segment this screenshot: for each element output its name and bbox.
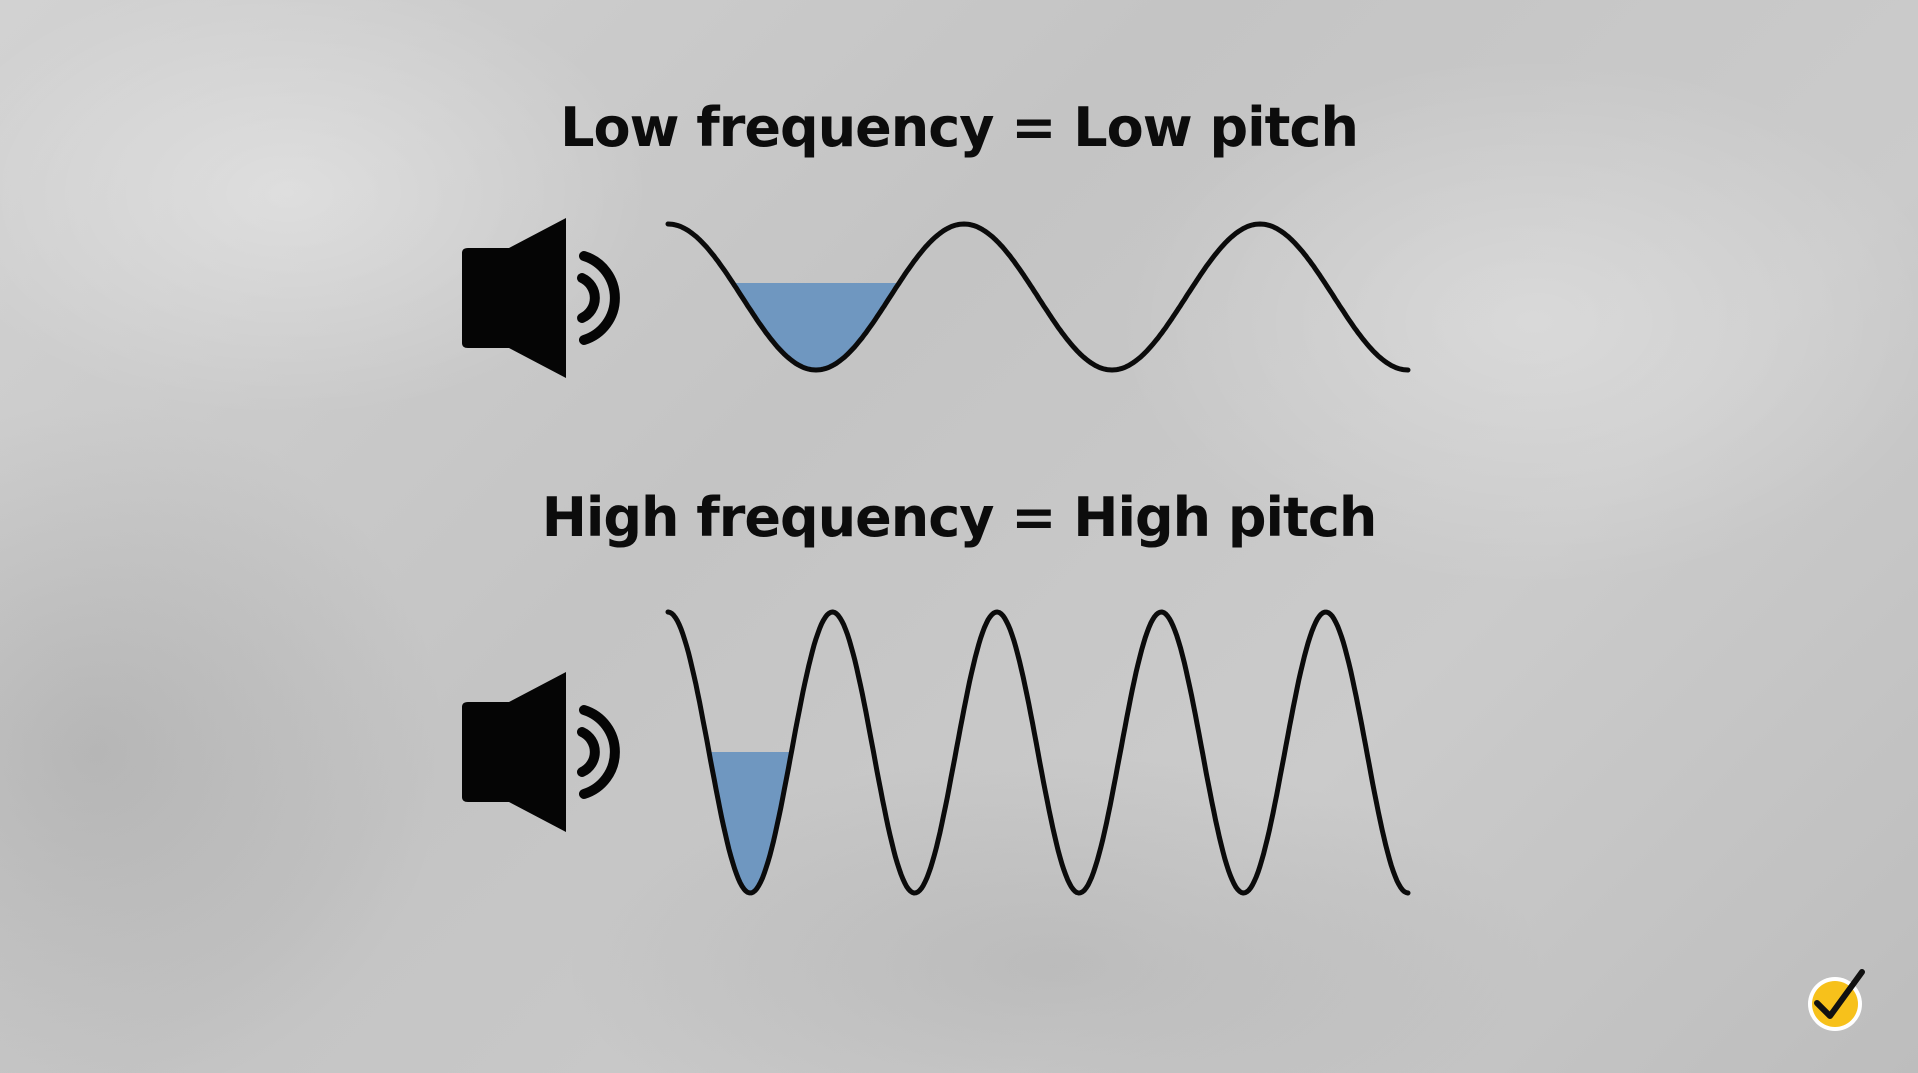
low-wave-trough-fill bbox=[732, 283, 900, 370]
low-frequency-wave bbox=[665, 221, 1411, 373]
speaker-body bbox=[462, 218, 566, 378]
high-wave-trough-fill bbox=[708, 752, 792, 893]
sound-wave-arc-outer bbox=[579, 705, 620, 799]
sound-wave-arc-inner bbox=[577, 273, 600, 323]
high-frequency-wave bbox=[665, 609, 1411, 896]
high-frequency-title: High frequency = High pitch bbox=[542, 486, 1377, 549]
speaker-volume-icon bbox=[462, 218, 620, 378]
checkmark-badge-icon bbox=[1808, 969, 1865, 1031]
sound-wave-arc-inner bbox=[577, 727, 600, 777]
speaker-volume-icon bbox=[462, 672, 620, 832]
low-frequency-title: Low frequency = Low pitch bbox=[560, 96, 1358, 159]
speaker-body bbox=[462, 672, 566, 832]
sound-wave-arc-outer bbox=[579, 251, 620, 345]
